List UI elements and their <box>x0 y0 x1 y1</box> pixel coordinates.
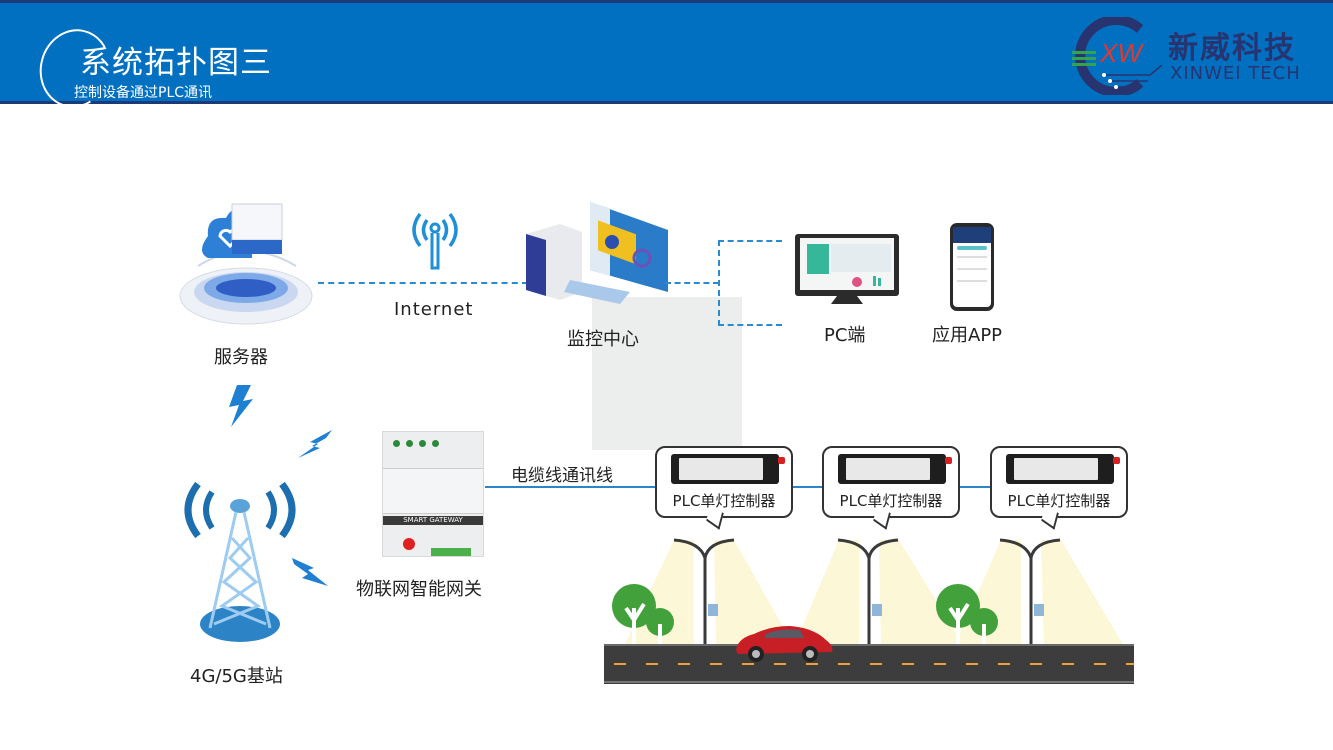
lightning-bolt-icon <box>292 558 328 586</box>
street-light-pole <box>673 538 1061 646</box>
plc-controller-label: PLC单灯控制器 <box>672 492 776 510</box>
cable-label: 电缆线通讯线 <box>511 466 613 486</box>
gateway-model-label: SMART GATEWAY <box>383 516 483 525</box>
plc-controller-device <box>1006 454 1120 484</box>
pc-label: PC端 <box>824 325 866 346</box>
internet-label: Internet <box>394 299 474 320</box>
lightning-bolt-icon <box>229 385 253 427</box>
cable-line <box>485 486 655 488</box>
paper-texture-overlay <box>592 297 742 450</box>
logo-chinese-name: 新威科技 <box>1168 31 1296 66</box>
plc-controller-label: PLC单灯控制器 <box>1007 492 1111 510</box>
internet-link-line <box>318 282 528 284</box>
street-light-beams <box>624 540 1124 646</box>
plc-controller-callout: PLC单灯控制器 <box>990 446 1128 530</box>
gateway-label: 物联网智能网关 <box>356 579 482 600</box>
gateway-antenna-port <box>403 538 415 550</box>
logo-english-name: XINWEI TECH <box>1170 63 1301 84</box>
header-banner: 系统拓扑图三 控制设备通过PLC通讯 XW 新威科技 XINWEI TECH <box>0 0 1333 116</box>
tree <box>612 584 674 646</box>
company-logo: XW 新威科技 XINWEI TECH <box>1070 15 1310 97</box>
red-car <box>736 626 833 662</box>
street-scene <box>604 538 1134 684</box>
monitor-center-label: 监控中心 <box>567 329 639 350</box>
plc-controller-device <box>671 454 785 484</box>
pc-monitor-icon <box>795 234 899 304</box>
plc-controller-callout: PLC单灯控制器 <box>822 446 960 530</box>
tree <box>936 584 998 646</box>
lightning-bolt-icon <box>298 430 332 458</box>
page-title: 系统拓扑图三 <box>80 45 272 81</box>
gateway-indicator-leds <box>393 440 445 448</box>
monitor-link-line <box>665 282 719 284</box>
cell-tower-icon <box>184 481 296 642</box>
gateway-device: SMART GATEWAY <box>382 431 484 557</box>
app-label: 应用APP <box>932 325 1003 346</box>
plc-controller-device <box>838 454 952 484</box>
plc-controller-label: PLC单灯控制器 <box>839 492 943 510</box>
cable-line <box>958 486 991 488</box>
road <box>604 644 1134 684</box>
cloud-server-icon <box>179 203 313 325</box>
plc-controller-callout: PLC单灯控制器 <box>655 446 793 530</box>
server-label: 服务器 <box>214 347 268 368</box>
svg-text:XW: XW <box>1099 38 1144 68</box>
client-branch-line <box>718 240 782 326</box>
page-subtitle: 控制设备通过PLC通讯 <box>74 85 213 101</box>
mobile-app-icon <box>950 223 994 311</box>
cable-line <box>790 486 823 488</box>
base-station-label: 4G/5G基站 <box>190 666 283 687</box>
gateway-terminal-block <box>431 548 471 556</box>
logo-mark-icon: XW <box>1072 15 1163 97</box>
wifi-antenna-icon <box>412 212 458 270</box>
monitoring-computer-icon <box>526 202 668 304</box>
